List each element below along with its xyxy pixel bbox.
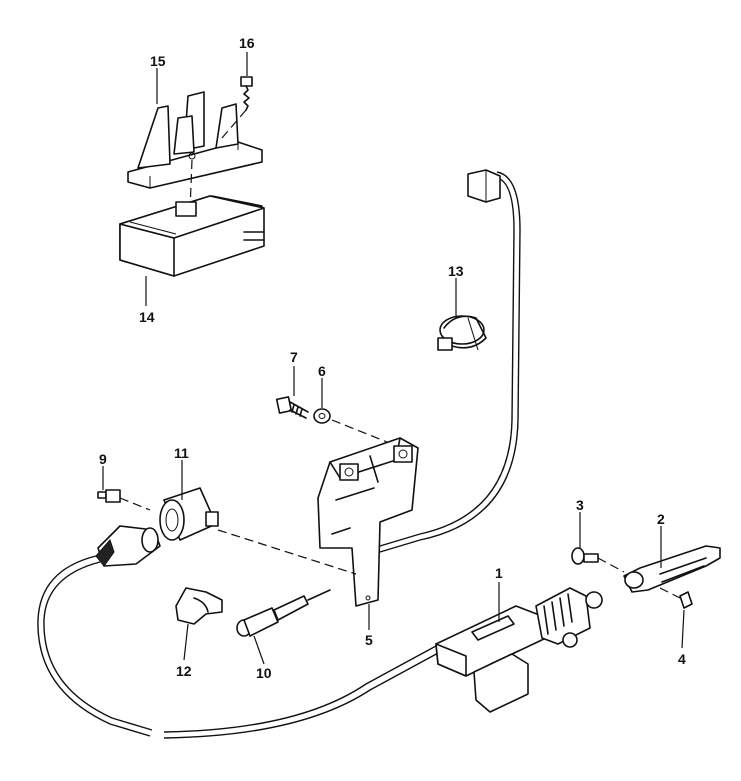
part-9-pin xyxy=(97,489,151,511)
label-16: 16 xyxy=(239,35,255,51)
label-7: 7 xyxy=(290,349,298,365)
label-6: 6 xyxy=(318,363,326,379)
label-2: 2 xyxy=(657,511,665,527)
release-cable-bottom-inner xyxy=(163,645,437,733)
part-5-mounting-plate xyxy=(317,437,419,607)
part-10-cable-end xyxy=(236,589,331,637)
part-6-washer xyxy=(313,408,331,424)
cable-end-fitting xyxy=(467,169,501,203)
release-cable-bottom xyxy=(163,651,441,739)
release-cable-lower-inner xyxy=(43,561,153,731)
part-1-lock-actuator xyxy=(435,587,603,713)
assembly-line-15-14 xyxy=(189,159,193,211)
release-cable-lower xyxy=(37,555,151,737)
part-4-clip xyxy=(659,587,693,609)
part-14-control-module xyxy=(119,195,265,277)
label-14: 14 xyxy=(139,309,155,325)
label-11: 11 xyxy=(174,445,189,461)
part-2-lever xyxy=(623,545,721,593)
label-13: 13 xyxy=(448,263,464,279)
label-5: 5 xyxy=(365,632,373,648)
assembly-line-6-5 xyxy=(331,419,393,445)
label-3: 3 xyxy=(576,497,584,513)
label-12: 12 xyxy=(176,663,192,679)
leader-lines xyxy=(102,52,685,665)
release-cable-upper-inner xyxy=(379,177,515,547)
label-9: 9 xyxy=(99,451,107,467)
label-4: 4 xyxy=(678,651,686,667)
label-10: 10 xyxy=(256,665,272,681)
label-15: 15 xyxy=(150,53,166,69)
part-number-labels: 15 16 14 13 7 6 9 11 5 10 12 1 3 2 4 xyxy=(99,35,686,681)
release-cable-upper xyxy=(379,171,521,553)
part-11-sleeve xyxy=(159,487,219,541)
assembly-line-11-5 xyxy=(217,529,357,575)
part-7-bolt xyxy=(275,396,309,419)
part-16-screw xyxy=(221,76,253,139)
part-3-screw xyxy=(571,547,625,573)
part-12-clip xyxy=(175,587,223,625)
label-1: 1 xyxy=(495,565,503,581)
part-15-mounting-bracket xyxy=(127,91,263,189)
cable-socket xyxy=(95,525,161,567)
part-13-cable-clip xyxy=(437,315,487,351)
